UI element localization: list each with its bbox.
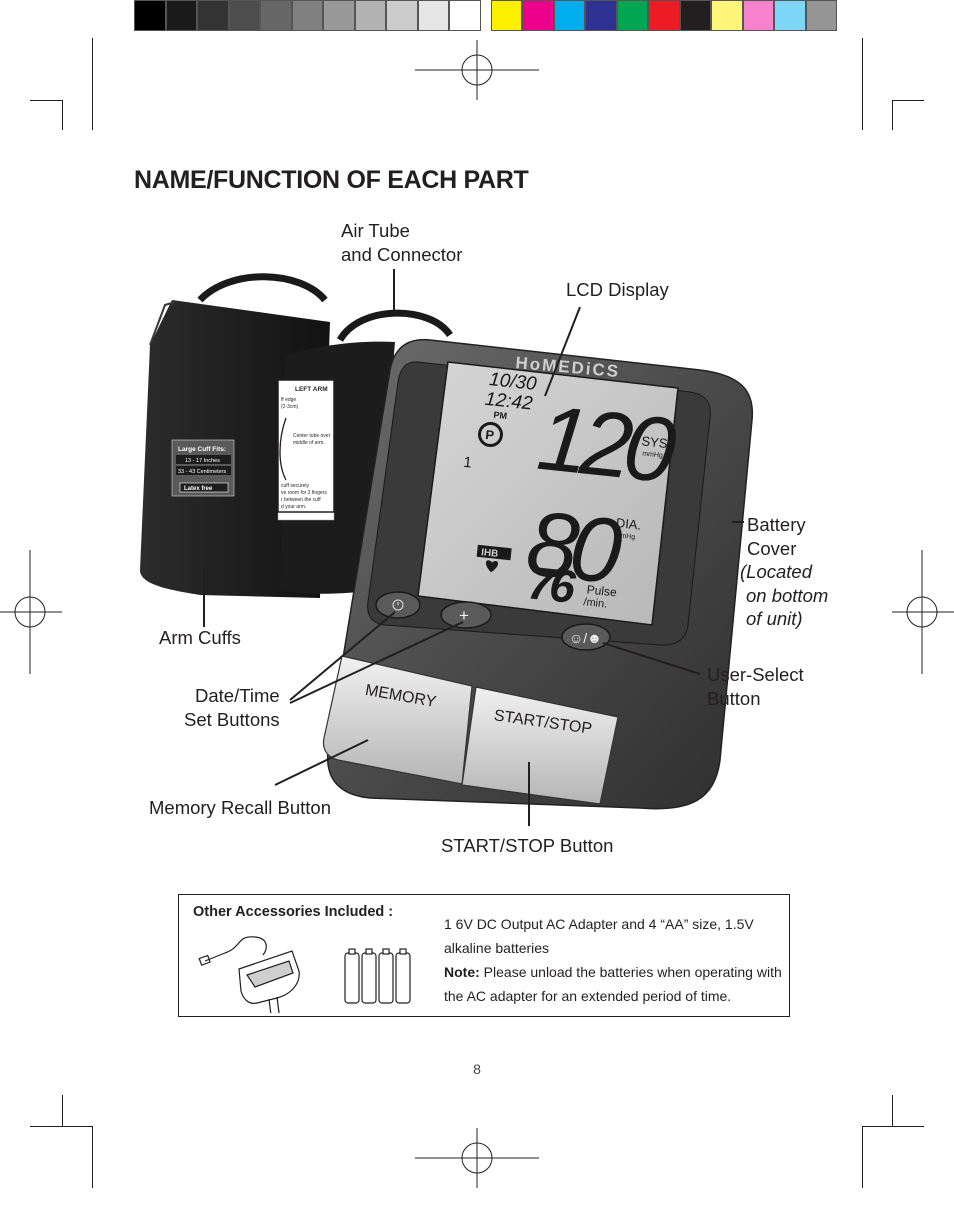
- label-arm-cuffs: Arm Cuffs: [159, 626, 241, 650]
- accessories-description: 1 6V DC Output AC Adapter and 4 “AA” siz…: [444, 912, 784, 1008]
- svg-text:Center tube over: Center tube over: [293, 433, 331, 439]
- svg-text:d your arm.: d your arm.: [281, 504, 306, 510]
- svg-text:cuff securely: cuff securely: [281, 483, 309, 489]
- cuff-latex-free: Latex free: [184, 486, 213, 492]
- lcd-dia-label: DIA.: [615, 515, 642, 533]
- aa-batteries-icon: [341, 947, 413, 1007]
- accessories-heading: Other Accessories Included :: [193, 904, 393, 920]
- lcd-sys-label: SYS.: [641, 433, 672, 451]
- svg-text:ve room for 2 fingers: ve room for 2 fingers: [281, 490, 327, 496]
- label-startstop: START/STOP Button: [441, 834, 613, 858]
- label-air-tube: Air Tube and Connector: [341, 219, 462, 266]
- cuff-left-arm: LEFT ARM: [295, 386, 328, 393]
- label-datetime-buttons: Date/Time Set Buttons: [184, 684, 280, 731]
- svg-text:/min.: /min.: [583, 596, 608, 610]
- page-number: 8: [0, 1061, 954, 1077]
- svg-text:(2-3cm): (2-3cm): [281, 404, 299, 410]
- svg-text:ff edge: ff edge: [281, 397, 296, 403]
- accessories-line1: 1 6V DC Output AC Adapter and 4 “AA” siz…: [444, 912, 784, 960]
- accessories-box: Other Accessories Included : 1 6V DC Out…: [178, 894, 790, 1017]
- lcd-user: 1: [463, 454, 473, 472]
- cuff-fits-inches: 13 - 17 Inches: [185, 458, 220, 464]
- note-text: Please unload the batteries when operati…: [444, 964, 782, 1004]
- ac-adapter-icon: [197, 923, 307, 1013]
- svg-text:r between the cuff: r between the cuff: [281, 497, 321, 503]
- label-user-select: User-Select Button: [707, 663, 804, 710]
- lcd-ihb: IHB: [481, 547, 499, 560]
- label-lcd-display: LCD Display: [566, 278, 669, 302]
- cuff-fits-title: Large Cuff Fits:: [178, 446, 226, 453]
- label-memory-recall: Memory Recall Button: [149, 796, 331, 820]
- label-battery-cover: Battery Cover (Located on bottom of unit…: [740, 513, 828, 631]
- user-icon: ☺/☻: [569, 630, 602, 646]
- svg-text:middle of arm.: middle of arm.: [293, 440, 325, 446]
- note-label: Note:: [444, 964, 480, 980]
- cuff-fits-cm: 33 - 43 Centimeters: [178, 469, 227, 475]
- lcd-pm: PM: [493, 410, 507, 421]
